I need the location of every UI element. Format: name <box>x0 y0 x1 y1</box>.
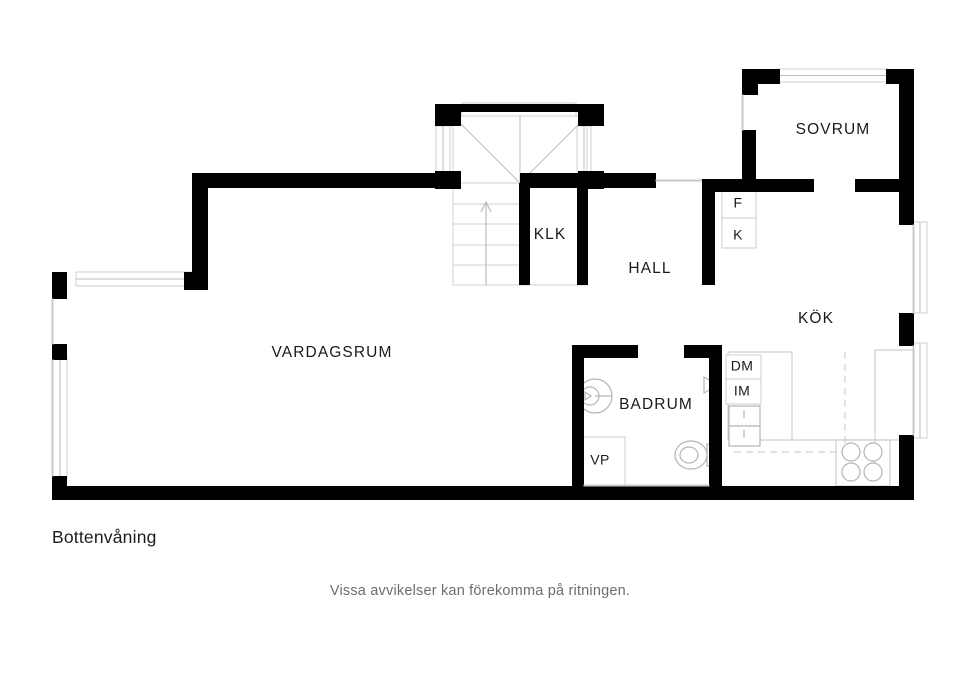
wall-klk-east <box>577 183 588 285</box>
wall-hall-east <box>702 179 715 285</box>
wall-sovrum-east <box>899 69 914 192</box>
wall-east-upper <box>899 192 914 225</box>
appliance-label-heatpump: VP <box>590 452 609 468</box>
appliance-label-washer: IM <box>734 383 750 399</box>
wall-west-lower-stub <box>52 476 67 500</box>
room-label-hall: HALL <box>628 260 671 277</box>
wall-vardagsrum-north-vert <box>192 173 208 290</box>
wall-sovrum-west-lower <box>742 130 756 182</box>
wall-klk-west <box>519 183 530 285</box>
room-labels: VARDAGSRUM SOVRUM KÖK HALL KLK BADRUM <box>272 121 871 413</box>
room-label-badrum: BADRUM <box>619 396 693 413</box>
room-label-klk: KLK <box>534 226 567 243</box>
refrigerator-box <box>721 217 757 249</box>
wall-east-lower <box>899 435 914 500</box>
wall-west-mid-stub <box>52 344 67 360</box>
floor-title: Bottenvåning <box>52 527 157 547</box>
wall-stair-nw <box>435 104 461 126</box>
window-vardagsrum-north <box>75 271 193 287</box>
wall-kok-north <box>702 179 814 192</box>
wall-sovrum-west-thin <box>741 94 744 131</box>
bathroom-fixtures <box>574 375 720 486</box>
window-sovrum-north <box>776 68 889 83</box>
wall-vardagsrum-north-horiz <box>192 173 444 188</box>
wall-badrum-south-thin <box>583 484 710 487</box>
wall-hall-north <box>588 173 656 188</box>
room-label-vardagsrum: VARDAGSRUM <box>272 344 393 361</box>
wall-badrum-north-left <box>572 345 638 358</box>
wall-klk-north <box>520 173 588 188</box>
wall-stair-ne <box>578 104 604 126</box>
wall-east-thin-a <box>912 224 915 314</box>
appliance-label-dishwasher: DM <box>731 358 754 374</box>
window-stair-left <box>435 125 451 173</box>
room-label-sovrum: SOVRUM <box>796 121 871 138</box>
wall-west-thin-b <box>51 359 54 477</box>
wall-stair-north-lintel <box>460 104 578 112</box>
walls <box>51 69 915 500</box>
plan-disclaimer: Vissa avvikelser kan förekomma på ritnin… <box>329 583 631 599</box>
kitchen-fixtures <box>721 189 913 487</box>
appliance-labels: F K DM IM VP <box>590 195 753 468</box>
wall-hall-north-thin <box>655 179 703 182</box>
window-vardagsrum-west <box>52 357 68 479</box>
wall-badrum-west <box>572 345 584 486</box>
stairs-up-arrow <box>480 200 492 285</box>
wall-west-upper-stub <box>52 272 67 299</box>
washer-box <box>725 378 762 405</box>
appliance-label-freezer: F <box>734 195 743 211</box>
window-kok-east-lower <box>912 342 928 439</box>
wall-stair-sw <box>435 171 461 189</box>
window-kok-east-upper <box>912 221 928 314</box>
kitchen-sink <box>835 439 891 487</box>
appliance-label-refrigerator: K <box>733 227 743 243</box>
wall-sovrum-nw-stub <box>742 69 758 95</box>
room-label-kok: KÖK <box>798 309 834 327</box>
wall-east-mid <box>899 313 914 346</box>
window-stair-right <box>576 125 592 173</box>
wall-west-thin-a <box>51 298 54 345</box>
stove-cooktop <box>728 405 761 447</box>
wall-east-thin-b <box>912 345 915 436</box>
washing-machine <box>577 378 613 414</box>
wall-south <box>52 486 914 500</box>
wall-badrum-east <box>709 345 722 486</box>
